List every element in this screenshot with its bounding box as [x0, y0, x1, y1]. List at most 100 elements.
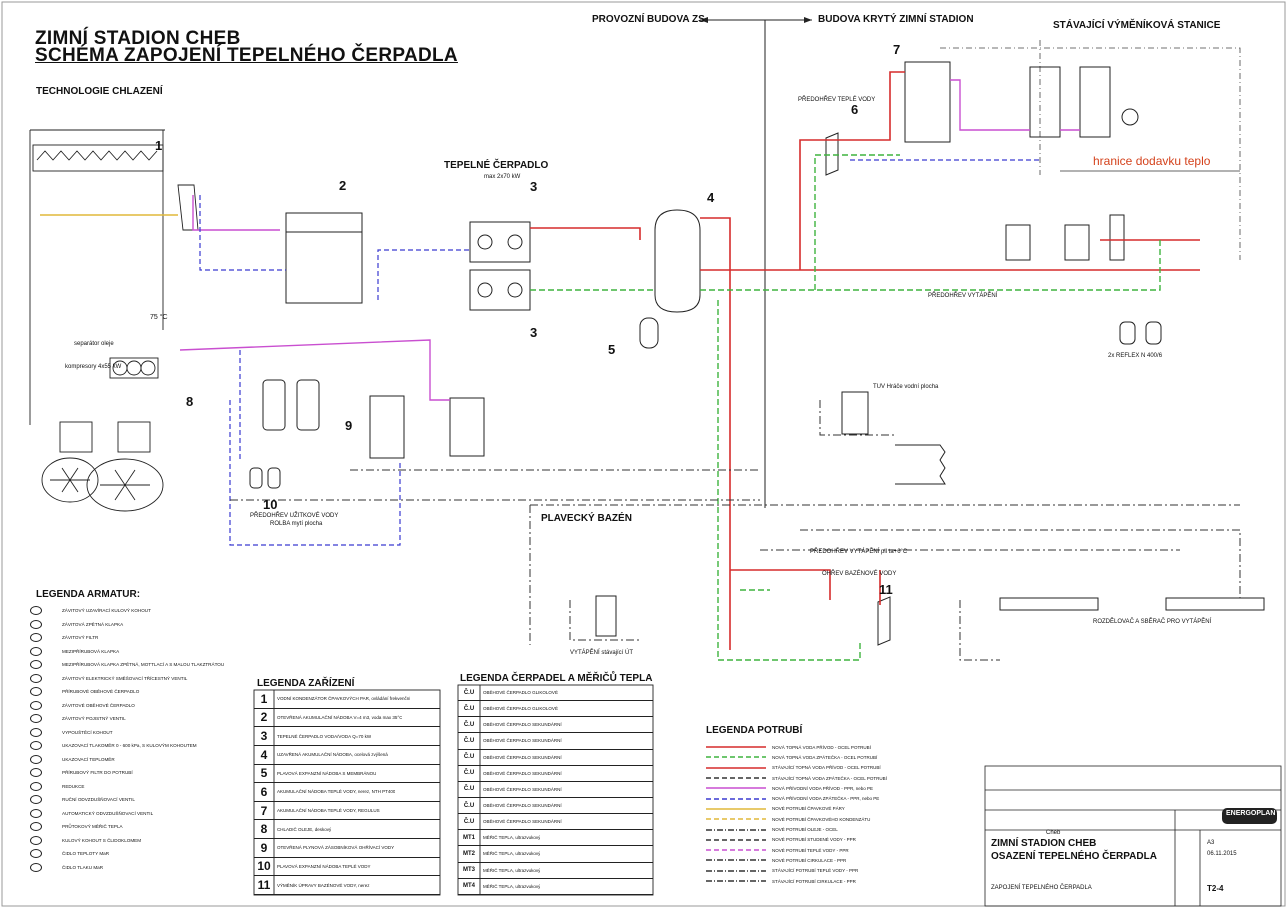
legend-armatur-label: ZÁVITOVÝ FILTR — [62, 635, 99, 641]
legend-armatur-label: KULOVÝ KOHOUT S ČLIDOKLOMEM — [62, 837, 142, 843]
company-logo-text: ENERGOPLAN — [1226, 810, 1276, 817]
legend-zarizeni-text: PLAVOVÁ EXPANZNÍ NÁDOBA S MEMBRÁNOU — [277, 770, 377, 776]
legend-cerpadel-code: MT2 — [463, 850, 475, 857]
fitting-symbol-icon — [30, 808, 42, 818]
station-boundary — [940, 40, 1241, 260]
section-technologie-chlazeni: TECHNOLOGIE CHLAZENÍ — [36, 86, 163, 97]
fitting-symbol-icon — [30, 862, 42, 872]
title-block-drawing-number: T2-4 — [1207, 884, 1224, 893]
legend-potrubi-label: NOVÉ POTRUBÍ OLEJE - OCEL — [772, 827, 838, 833]
legend-zarizeni-text: PLAVOVÁ EXPANZNÍ NÁDOBA TEPLÉ VODY — [277, 863, 371, 869]
pipe-line-sample — [706, 870, 766, 872]
legend-cerpadel-code: Č.U — [463, 754, 475, 761]
legend-armatur-label: PŘÍRUBOVÝ FILTR DO POTRUBÍ — [62, 770, 133, 776]
legend-armatur-item: PŘÍRUBOVÝ FILTR DO POTRUBÍ — [30, 766, 250, 780]
legend-cerpadel-code: Č.U — [463, 786, 475, 793]
pool-heating-label: PŘEDOHŘEV VYTÁPĚNÍ pll ta+6°C — [810, 549, 908, 555]
legend-potrubi-item: STÁVAJÍCÍ TOPNÁ VODA PŘÍVOD - OCEL POTRU… — [706, 763, 966, 773]
fitting-symbol-icon — [30, 835, 42, 845]
legend-armatur-label: RUČNÍ ODVZDUŠŇOVACÍ VENTIL — [62, 797, 135, 803]
legend-potrubi-item: NOVÉ POTRUBÍ ČPAVKOVÉHO KONDENZÁTU — [706, 814, 966, 824]
header-budova-kryty: BUDOVA KRYTÝ ZIMNÍ STADION — [818, 14, 974, 25]
existing-heating-label: VYTÁPĚNÍ stávající ÚT — [570, 650, 634, 656]
legend-zarizeni-number: 9 — [260, 840, 268, 855]
fitting-symbol-icon — [30, 606, 42, 616]
exchanger-6-and-tank-7 — [825, 61, 951, 176]
legend-zarizeni-text: CHLADIČ OLEJE, deskový — [277, 826, 332, 832]
legend-potrubi-item: NOVÁ TOPNÁ VODA ZPÁTEČKA - OCEL POTRUBÍ — [706, 752, 966, 762]
tuv-and-pool-equipment — [595, 391, 1265, 646]
legend-armatur-label: ZÁVITOVÝ UZAVÍRACÍ KULOVÝ KOHOUT — [62, 608, 151, 614]
legend-cerpadel-text: OBĚHOVÉ ČERPADLO SEKUNDÁRNÍ — [483, 819, 562, 825]
pipe-line-sample — [706, 746, 766, 748]
legend-armatur-item: UKAZOVACÍ TLAKOMĚR 0 - 600 kPa, S KULOVÝ… — [30, 739, 250, 753]
legend-armatur-label: UKAZOVACÍ TLAKOMĚR 0 - 600 kPa, S KULOVÝ… — [62, 743, 197, 749]
legend-armatur-label: PŘÍRUBOVÉ OBĚHOVÉ ČERPADLO — [62, 689, 140, 695]
legend-armatur-label: AUTOMATICKÝ ODVZDUŠŇOVACÍ VENTIL — [62, 810, 154, 816]
legend-cerpadel-text: OBĚHOVÉ ČERPADLO GLIKOLOVÉ — [483, 690, 558, 696]
expansion-vessel-5 — [639, 317, 659, 349]
pipe-line-sample — [706, 808, 766, 810]
legend-potrubi-list: NOVÁ TOPNÁ VODA PŘÍVOD - OCEL POTRUBÍ NOV… — [706, 742, 966, 886]
title-block-drawing-title: ZAPOJENÍ TEPELNÉHO ČERPADLA — [991, 885, 1092, 891]
temp-label: 75 °C — [150, 314, 168, 321]
legend-zarizeni-number: 8 — [260, 822, 268, 837]
legend-armatur-label: REDUKCE — [62, 783, 85, 789]
legend-potrubi-item: NOVÁ TOPNÁ VODA PŘÍVOD - OCEL POTRUBÍ — [706, 742, 966, 752]
potable-tanks — [249, 379, 485, 489]
pipe-line-sample — [706, 880, 766, 882]
legend-cerpadel-text: OBĚHOVÉ ČERPADLO SEKUNDÁRNÍ — [483, 770, 562, 776]
fitting-symbol-icon — [30, 849, 42, 859]
legend-cerpadel-text: MĚŘIČ TEPLA, ultrazvukový — [483, 867, 541, 873]
legend-zarizeni-text: TEPELNÉ ČERPADLO VODA/VODA Q=70 kW — [277, 733, 372, 739]
legend-armatur-label: ČIDLO TLAKU MaR — [62, 864, 104, 870]
legend-armatur-item: KULOVÝ KOHOUT S ČLIDOKLOMEM — [30, 834, 250, 848]
pipes-potable-magenta — [179, 79, 1080, 401]
legend-armatur-item: ČIDLO TLAKU MaR — [30, 861, 250, 875]
legend-armatur-item: ZÁVITOVÉ OBĚHOVÉ ČERPADLO — [30, 699, 250, 713]
legend-zarizeni-number: 2 — [260, 710, 268, 725]
legend-armatur-item: ZÁVITOVÝ UZAVÍRACÍ KULOVÝ KOHOUT — [30, 604, 250, 618]
fitting-symbol-icon — [30, 741, 42, 751]
legend-zarizeni-number: 7 — [260, 803, 268, 818]
legend-potrubi-label: NOVÉ POTRUBÍ CIRKULACE - PPR — [772, 857, 847, 863]
legend-cerpadel-text: OBĚHOVÉ ČERPADLO SEKUNDÁRNÍ — [483, 786, 562, 792]
legend-armatur-item: VYPOUŠTĚCÍ KOHOUT — [30, 726, 250, 740]
component-number: 4 — [707, 190, 715, 205]
component-number: 6 — [851, 102, 859, 117]
supply-boundary-label: hranice dodavku teplo — [1093, 154, 1211, 168]
header-stavajici-stanice: STÁVAJÍCÍ VÝMĚNÍKOVÁ STANICE — [1053, 20, 1221, 31]
fitting-symbol-icon — [30, 673, 42, 683]
legend-cerpadel-code: Č.U — [463, 705, 475, 712]
heat-pump-units — [469, 221, 531, 311]
legend-potrubi-label: NOVÉ POTRUBÍ ČPAVKOVÉHO KONDENZÁTU — [772, 816, 871, 822]
legend-armatur-item: MEZIPŘÍRUBOVÁ KLAPKA — [30, 645, 250, 659]
building-divider — [700, 17, 812, 508]
pipe-line-sample — [706, 828, 766, 831]
pipe-line-sample — [706, 839, 766, 841]
legend-armatur-item: ZÁVITOVÝ ELEKTRICKÝ SMĚŠOVACÍ TŘÍCESTNÝ … — [30, 672, 250, 686]
fitting-symbol-icon — [30, 795, 42, 805]
legend-cerpadel-code: Č.U — [463, 737, 475, 744]
legend-zarizeni-number: 6 — [260, 784, 268, 799]
legend-zarizeni-text: VÝMĚNÍK ÚPRAVY BAZÉNOVÉ VODY, nerez — [277, 882, 370, 888]
legend-zarizeni-text: OTEVŘENÁ PLYNOVÁ ZÁSOBNÍKOVÁ OHŘÍVACÍ VO… — [277, 845, 395, 851]
legend-potrubi-label: NOVÁ TOPNÁ VODA PŘÍVOD - OCEL POTRUBÍ — [772, 744, 871, 750]
legend-armatur-label: ČIDLO TEPLOTY MaR — [62, 851, 110, 857]
pipe-line-sample — [706, 777, 766, 779]
fitting-symbol-icon — [30, 768, 42, 778]
drawing-title: ZIMNÍ STADION CHEB — [35, 28, 241, 49]
legend-armatur-title: LEGENDA ARMATUR: — [36, 589, 141, 600]
legend-armatur-item: PRŮTOKOVÝ MĚŘIČ TEPLA — [30, 820, 250, 834]
drawing-subtitle: SCHÉMA ZAPOJENÍ TEPELNÉHO ČERPADLA — [35, 45, 458, 66]
fitting-symbol-icon — [30, 619, 42, 629]
